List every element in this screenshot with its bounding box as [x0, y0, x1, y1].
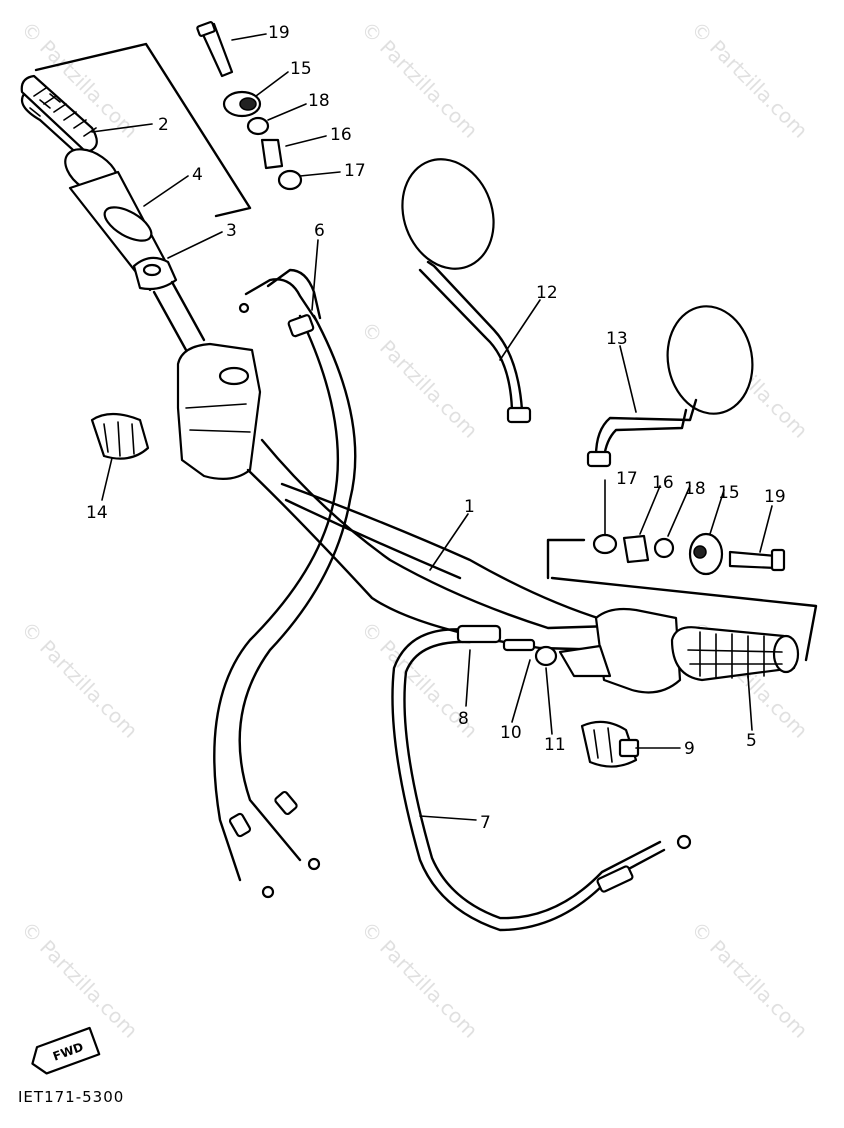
throttle-cables — [213, 268, 357, 899]
callout-11: 11 — [544, 735, 566, 755]
watermark: © Partzilla.com — [686, 17, 812, 143]
left-bar-end-kit — [196, 21, 303, 191]
callout-18-left: 18 — [308, 91, 330, 111]
left-cap-frame — [34, 42, 252, 218]
callout-18-right: 18 — [684, 479, 706, 499]
diagram-code: IET171-5300 — [18, 1088, 124, 1106]
callout-16-right: 16 — [652, 473, 674, 493]
callout-1: 1 — [464, 497, 475, 517]
watermark: © Partzilla.com — [356, 317, 482, 443]
callout-10: 10 — [500, 723, 522, 743]
callout-17-right: 17 — [616, 469, 638, 489]
right-bar-end-kit — [592, 532, 786, 576]
callout-labels: 2 4 3 6 19 15 18 16 17 12 13 1 5 8 10 11… — [86, 23, 786, 833]
left-mirror — [401, 158, 532, 424]
right-lever-housing — [594, 607, 682, 694]
callout-15-right: 15 — [718, 483, 740, 503]
callout-14: 14 — [86, 503, 108, 523]
callout-7: 7 — [480, 813, 491, 833]
callout-13: 13 — [606, 329, 628, 349]
right-switch-9 — [580, 720, 640, 768]
watermark: © Partzilla.com — [686, 917, 812, 1043]
watermark: © Partzilla.com — [16, 617, 142, 743]
callout-19-right: 19 — [764, 487, 786, 507]
left-damper — [103, 206, 153, 242]
right-mirror — [586, 305, 754, 468]
cable-adjusters — [456, 624, 558, 667]
callout-17-left: 17 — [344, 161, 366, 181]
left-grip — [20, 74, 120, 196]
left-switch-14 — [90, 412, 150, 460]
watermark: © Partzilla.com — [16, 917, 142, 1043]
right-cap-frame — [546, 538, 818, 662]
right-grip — [670, 626, 800, 682]
callout-16-left: 16 — [330, 125, 352, 145]
clutch-cable — [391, 628, 692, 932]
watermark: © Partzilla.com — [356, 917, 482, 1043]
callout-6: 6 — [314, 221, 325, 241]
fwd-arrow: FWD — [31, 1026, 101, 1075]
callout-5: 5 — [746, 731, 757, 751]
left-switch-housing — [176, 342, 262, 481]
callout-4: 4 — [192, 165, 203, 185]
callout-3: 3 — [226, 221, 237, 241]
callout-19-left: 19 — [268, 23, 290, 43]
callout-12: 12 — [536, 283, 558, 303]
watermark: © Partzilla.com — [356, 17, 482, 143]
callout-15-left: 15 — [290, 59, 312, 79]
lever-bracket — [558, 644, 612, 678]
grip-holder-hole — [142, 263, 162, 277]
leader-lines — [91, 33, 773, 821]
callout-8: 8 — [458, 709, 469, 729]
callout-2: 2 — [158, 115, 169, 135]
callout-9: 9 — [684, 739, 695, 759]
